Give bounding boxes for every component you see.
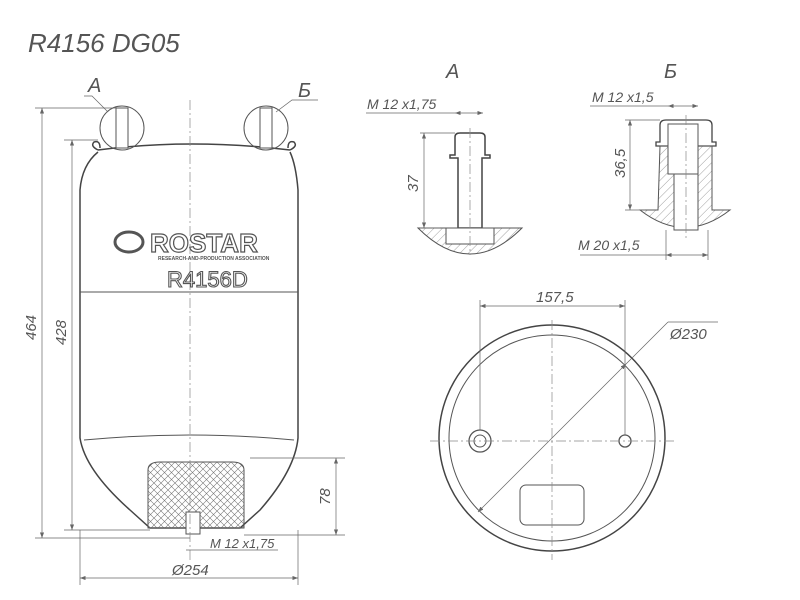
rostar-logo: ROSTAR RESEARCH-AND-PRODUCTION ASSOCIATI… [113, 227, 270, 262]
stud-a [115, 107, 129, 149]
stud-b [259, 107, 273, 149]
dim-bottom-thread: M 12 x1,75 [210, 536, 275, 551]
top-view-hole-spacing: 157,5 [536, 289, 574, 306]
dim-total-height: 464 [23, 315, 40, 340]
bottom-stud [185, 511, 201, 535]
drawing-title: R4156 DG05 [28, 28, 180, 58]
dim-piston-height: 78 [317, 488, 334, 505]
top-view: 157,5 Ø230 [430, 289, 718, 560]
detail-b-thread-bottom: M 20 x1,5 [578, 237, 640, 253]
detail-b-callout [243, 105, 289, 151]
detail-a-thread: M 12 x1,75 [367, 96, 436, 112]
top-view-diameter: Ø230 [669, 326, 707, 343]
callout-b-label: Б [298, 80, 311, 102]
detail-b-thread-top: M 12 x1,5 [592, 89, 654, 105]
model-marking: R4156D [167, 267, 248, 292]
dim-diameter: Ø254 [171, 562, 209, 579]
callout-a-label: А [87, 75, 101, 97]
detail-a-view: А M 12 x1,75 37 [366, 61, 524, 255]
dim-body-height: 428 [53, 319, 70, 345]
main-view: А Б ROSTAR RESEARCH-AND-PRODUCTION ASSOC… [23, 75, 345, 585]
detail-a-title: А [445, 61, 459, 83]
piston-section [147, 461, 245, 529]
bead-curls [91, 140, 297, 151]
logo-subtitle: RESEARCH-AND-PRODUCTION ASSOCIATION [158, 256, 270, 262]
logo-text: ROSTAR [150, 228, 258, 258]
body-bands [80, 291, 298, 441]
detail-b-height: 36,5 [612, 148, 629, 178]
detail-b-view: Б M 12 x1,5 36,5 M 20 x1,5 [578, 61, 732, 260]
detail-b-title: Б [664, 61, 677, 83]
detail-a-height: 37 [405, 175, 422, 192]
detail-a-callout [99, 105, 145, 151]
